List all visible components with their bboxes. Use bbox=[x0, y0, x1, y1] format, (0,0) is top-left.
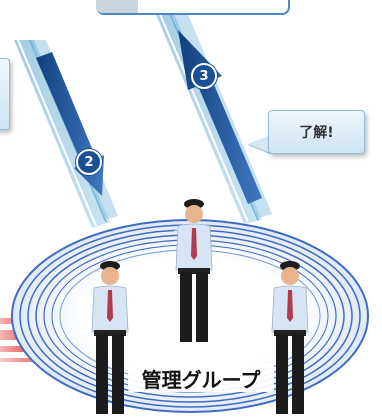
step-3-badge: 3 bbox=[191, 63, 217, 89]
staff-figure-center bbox=[168, 199, 213, 342]
ok-callout-text: 了解! bbox=[299, 125, 334, 141]
top-callout bbox=[96, 0, 290, 15]
step-2-number: 2 bbox=[84, 154, 94, 170]
left-connector bbox=[14, 39, 118, 228]
staff-figure-left bbox=[91, 261, 129, 414]
step-3-number: 3 bbox=[199, 68, 209, 84]
staff-figure-right bbox=[271, 261, 309, 414]
ok-callout: 了解! bbox=[268, 110, 365, 154]
step-2-badge: 2 bbox=[76, 149, 102, 175]
group-label: 管理グループ bbox=[128, 364, 274, 392]
arrow-up bbox=[178, 30, 262, 204]
left-callout bbox=[0, 58, 10, 130]
top-callout-tab bbox=[96, 0, 138, 13]
ok-callout-tail bbox=[248, 135, 270, 153]
